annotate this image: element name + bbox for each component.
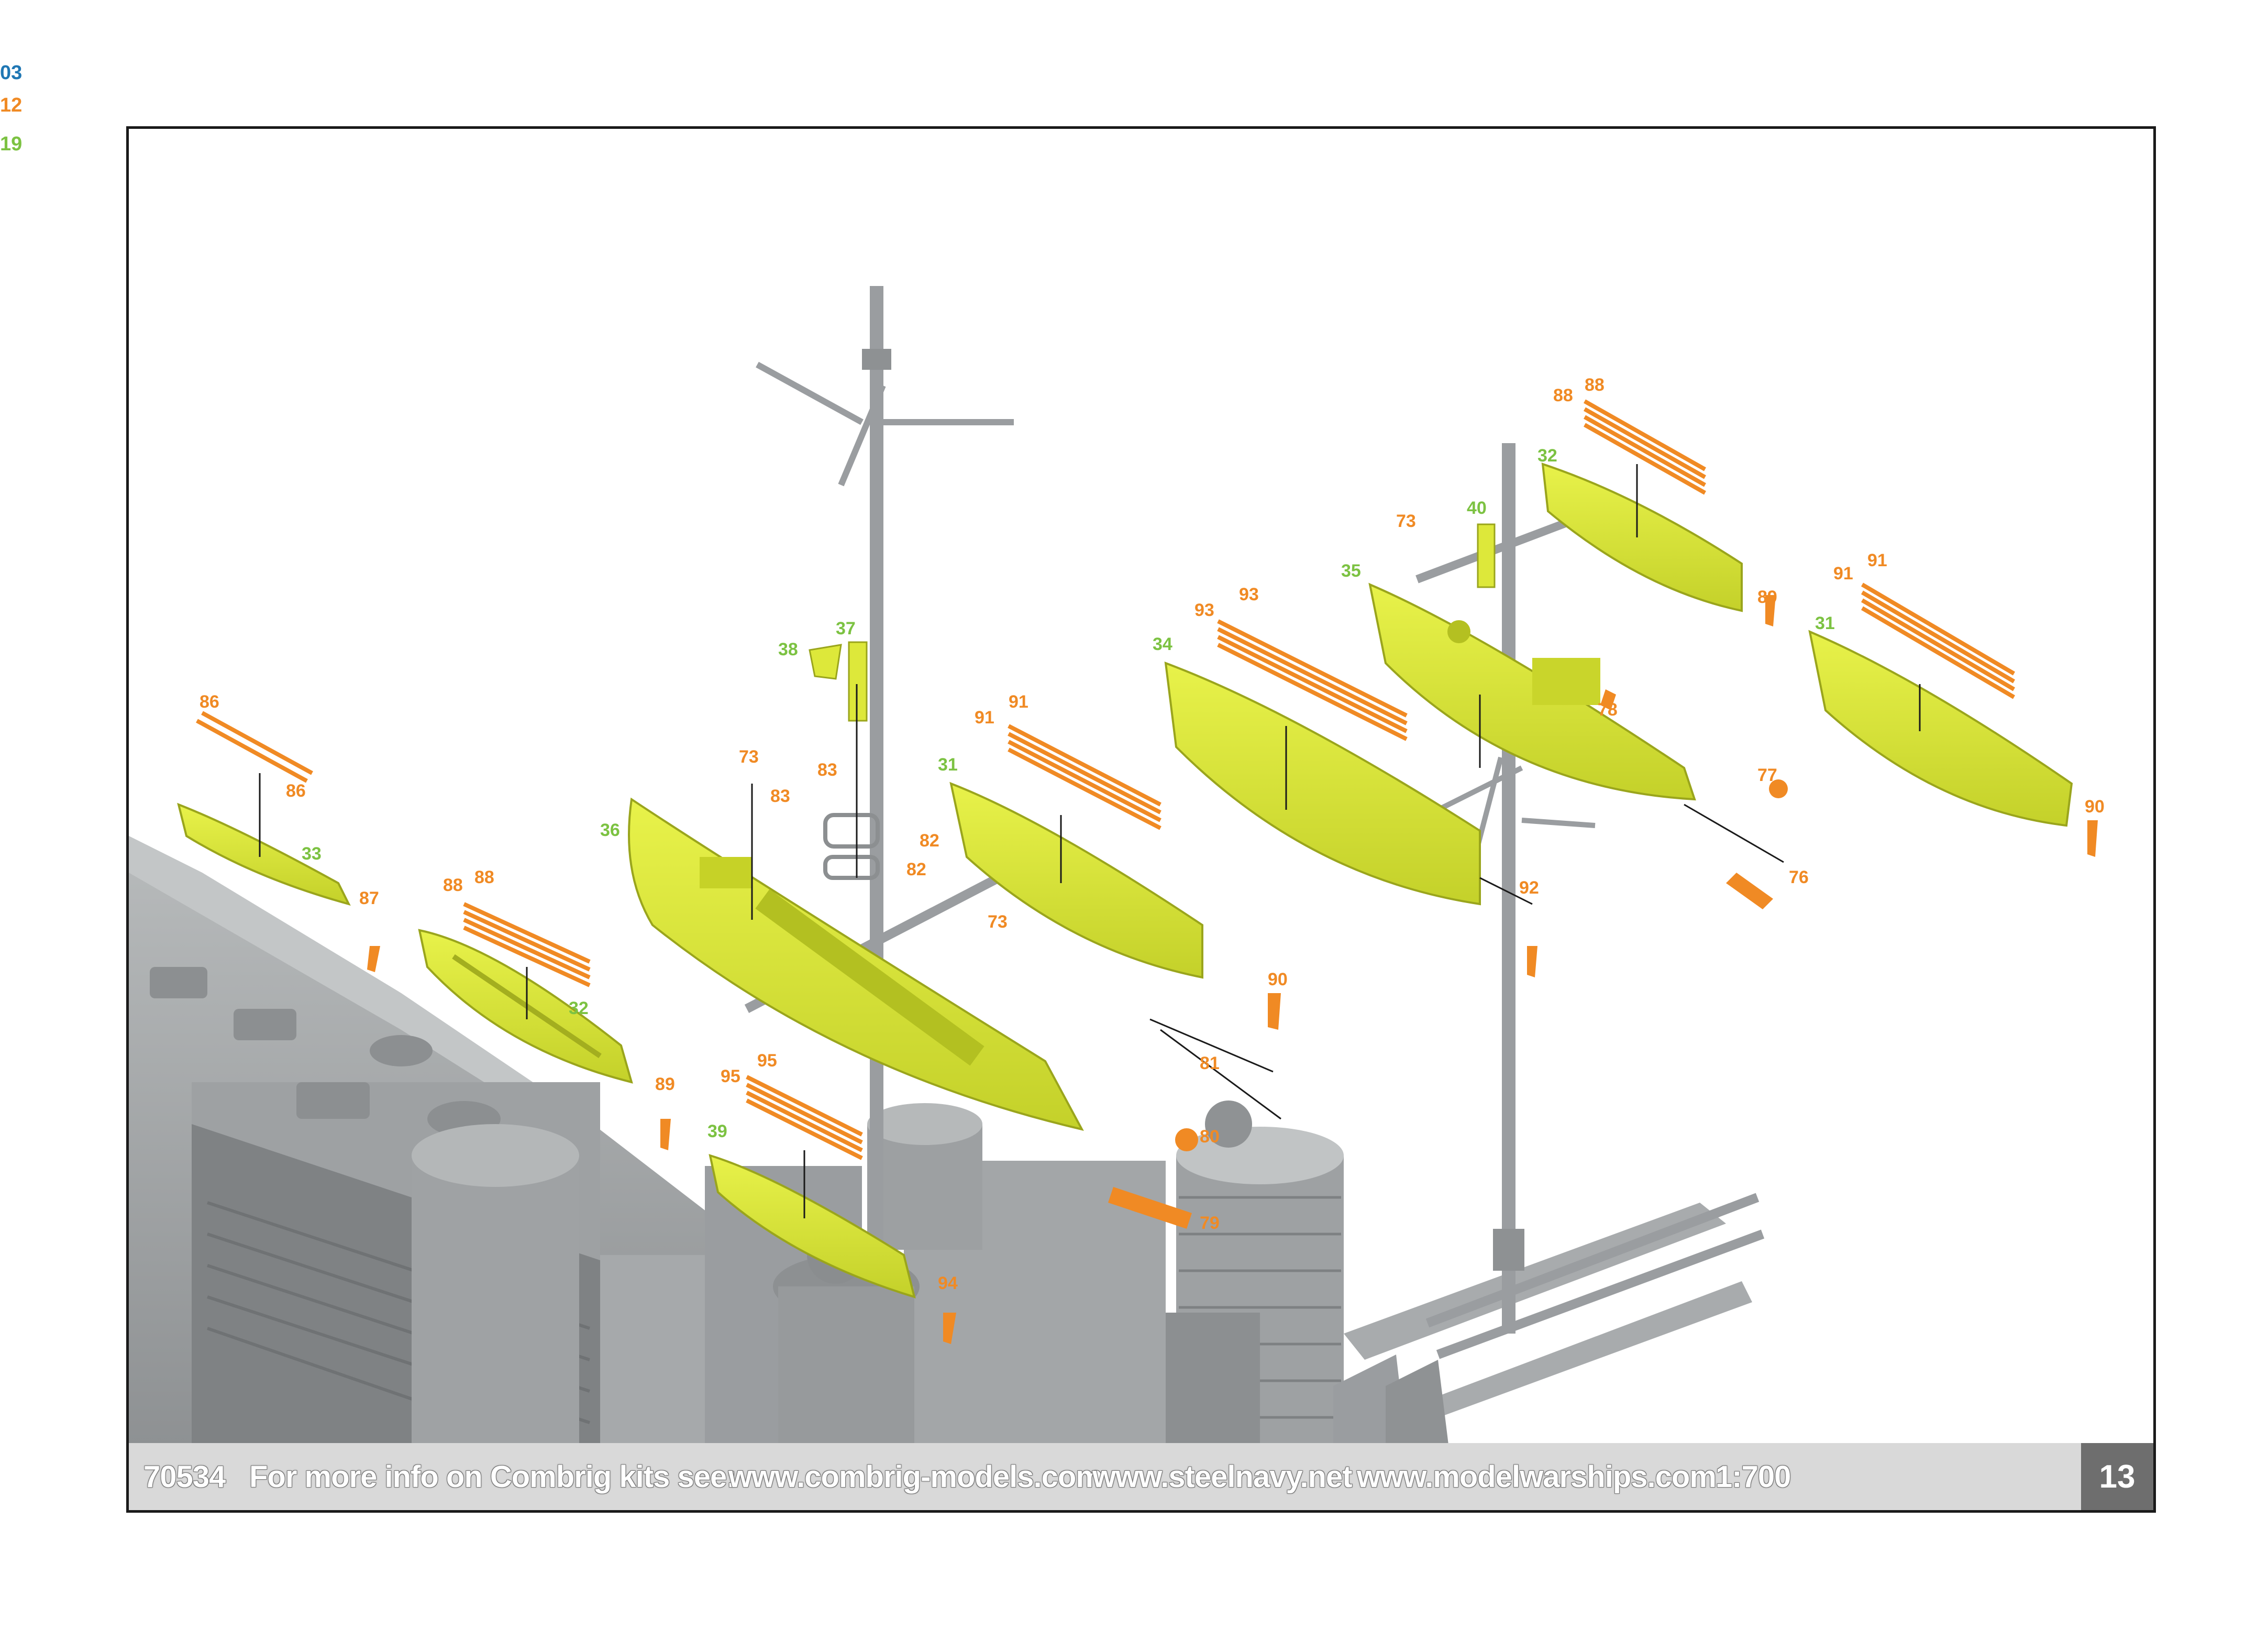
boat-35	[1368, 582, 1696, 801]
part-label: 90	[1268, 970, 1288, 989]
part-label: 32	[1537, 446, 1557, 466]
part-label: 40	[1467, 498, 1487, 518]
assembly-illustration: 86 86 33 87 88 88 32 89 95 95 39 94 36 7…	[129, 286, 2105, 1445]
boat-33	[177, 802, 351, 906]
part-label: 86	[200, 692, 219, 712]
instruction-page-frame: 86 86 33 87 88 88 32 89 95 95 39 94 36 7…	[126, 126, 2156, 1513]
part-40-shape	[1477, 523, 1496, 588]
page-number-box: 13	[2081, 1443, 2153, 1510]
edge-code: 12	[0, 94, 23, 116]
part-label: 77	[1757, 765, 1777, 785]
part-label: 87	[359, 888, 379, 908]
part-labels: 86 86 33 87 88 88 32 89 95 95 39 94 36 7…	[200, 375, 2105, 1293]
orange-small-parts	[367, 595, 2098, 1344]
part-label: 88	[474, 867, 494, 887]
part-label: 95	[721, 1066, 740, 1086]
part-label: 79	[1200, 1213, 1220, 1233]
footer-info-text: For more info on Combrig kits see:	[249, 1459, 737, 1494]
website-link[interactable]: www.steelnavy.net	[1092, 1459, 1353, 1494]
page-footer: 70534 For more info on Combrig kits see:…	[129, 1443, 2153, 1510]
part-label: 81	[1200, 1053, 1220, 1073]
part-label: 38	[778, 640, 798, 659]
part-label: 88	[1585, 375, 1605, 395]
part-label: 88	[1553, 386, 1573, 405]
part-label: 93	[1239, 585, 1259, 604]
boat-39	[709, 1154, 916, 1298]
leader-lines	[259, 464, 1921, 1218]
part-label: 36	[600, 820, 620, 840]
part-label: 92	[1519, 878, 1539, 898]
part-label: 82	[920, 831, 939, 851]
part-label: 94	[938, 1273, 958, 1293]
part-label: 78	[1598, 700, 1618, 720]
part-label: 83	[817, 760, 837, 780]
part-label: 86	[286, 781, 306, 801]
part-label: 34	[1153, 634, 1172, 654]
part-label: 39	[707, 1121, 727, 1141]
page-number: 13	[2099, 1458, 2136, 1495]
part-37-shape	[848, 641, 868, 722]
part-label: 73	[739, 747, 759, 767]
mainmast	[1415, 443, 1765, 1359]
part-label: 82	[906, 860, 926, 879]
part-label: 35	[1341, 561, 1361, 581]
part-label: 31	[938, 755, 958, 775]
website-link[interactable]: www.combrig-models.com	[728, 1459, 1103, 1494]
part-label: 73	[1396, 511, 1416, 531]
foremast	[744, 286, 1014, 1281]
part-label: 93	[1194, 600, 1214, 620]
part-label: 31	[1815, 613, 1835, 633]
part-38-shape	[809, 644, 842, 680]
part-label: 73	[988, 912, 1008, 932]
boat-32-right	[1541, 463, 1743, 612]
part-label: 91	[975, 708, 994, 728]
part-label: 88	[443, 875, 463, 895]
scale-text: 1:700	[1716, 1459, 1791, 1494]
part-label: 95	[757, 1051, 777, 1071]
part-label: 83	[770, 786, 790, 806]
oars	[196, 399, 2016, 1160]
boat-31-right	[1808, 630, 2073, 827]
kit-number: 70534	[143, 1459, 226, 1494]
part-label: 32	[569, 998, 589, 1018]
part-label: 89	[1757, 587, 1777, 607]
website-link[interactable]: www.modelwarships.com	[1357, 1459, 1717, 1494]
part-label: 91	[1867, 551, 1887, 570]
part-label: 80	[1200, 1127, 1220, 1147]
part-label: 90	[2085, 797, 2105, 817]
part-label: 91	[1833, 564, 1853, 584]
boat-34	[1164, 661, 1481, 906]
part-label: 91	[1009, 692, 1028, 712]
boat-31-left	[949, 782, 1203, 979]
part-label: 76	[1789, 867, 1809, 887]
part-label: 33	[302, 844, 322, 864]
part-label: 37	[836, 619, 856, 639]
part-label: 89	[655, 1074, 675, 1094]
edge-code: 03	[0, 62, 23, 84]
edge-code: 19	[0, 133, 23, 155]
